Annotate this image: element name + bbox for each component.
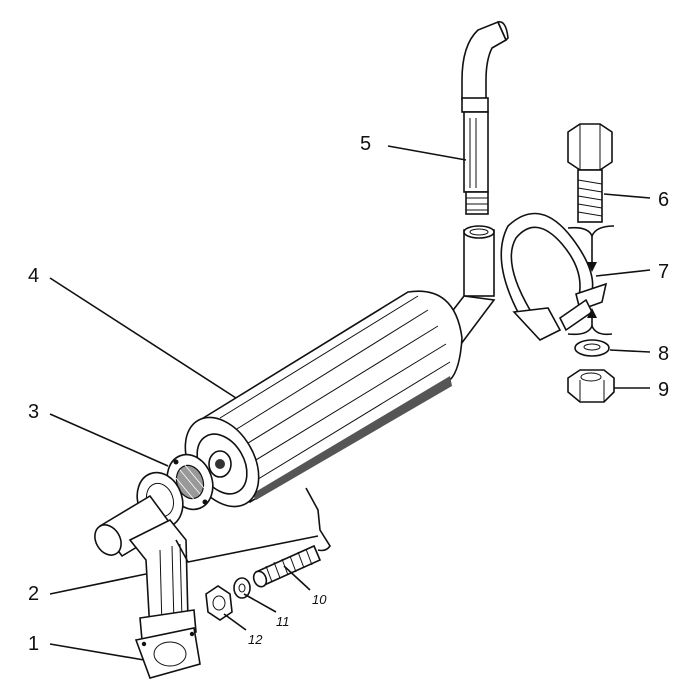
exhaust-elbow-part-2: [94, 471, 197, 641]
washer-part-8: [574, 339, 610, 357]
leader-line-8: [609, 349, 651, 353]
callout-3: 3: [28, 401, 39, 423]
leader-line-4: [49, 277, 237, 399]
leader-line-7: [595, 269, 651, 277]
leader-line-2: [49, 573, 147, 595]
callout-10: 10: [312, 592, 327, 607]
leader-lines: [49, 145, 651, 661]
callout-9: 9: [658, 379, 669, 401]
muffler-part-4: [184, 290, 463, 508]
assembly-indicators: [175, 225, 615, 563]
callout-1: 1: [28, 633, 39, 655]
exhaust-pipe-part-5: [461, 20, 509, 215]
leader-line-5: [387, 145, 467, 161]
leader-line-1: [49, 643, 145, 661]
callout-4: 4: [28, 265, 39, 287]
bottom-gasket-part-1: [134, 627, 201, 679]
leader-line-6: [603, 193, 651, 199]
clamp-strap-part-7: [500, 212, 608, 341]
nut-part-12: [205, 585, 233, 621]
nut-part-9: [567, 369, 615, 403]
callout-8: 8: [658, 343, 669, 365]
leader-line-12: [223, 613, 247, 631]
callout-12: 12: [248, 632, 263, 647]
callout-11: 11: [276, 614, 290, 629]
callout-7: 7: [658, 261, 669, 283]
washer-part-11: [233, 577, 251, 599]
callout-5: 5: [360, 133, 371, 155]
callout-2: 2: [28, 583, 39, 605]
leader-line-10: [283, 565, 311, 591]
callout-6: 6: [658, 189, 669, 211]
leader-line-3: [49, 413, 169, 467]
leader-line-11: [243, 593, 277, 613]
callout-labels: 1 2 3 4 5 6 7 8 9 10 11 12: [28, 133, 669, 655]
bolt-part-6: [567, 123, 613, 223]
